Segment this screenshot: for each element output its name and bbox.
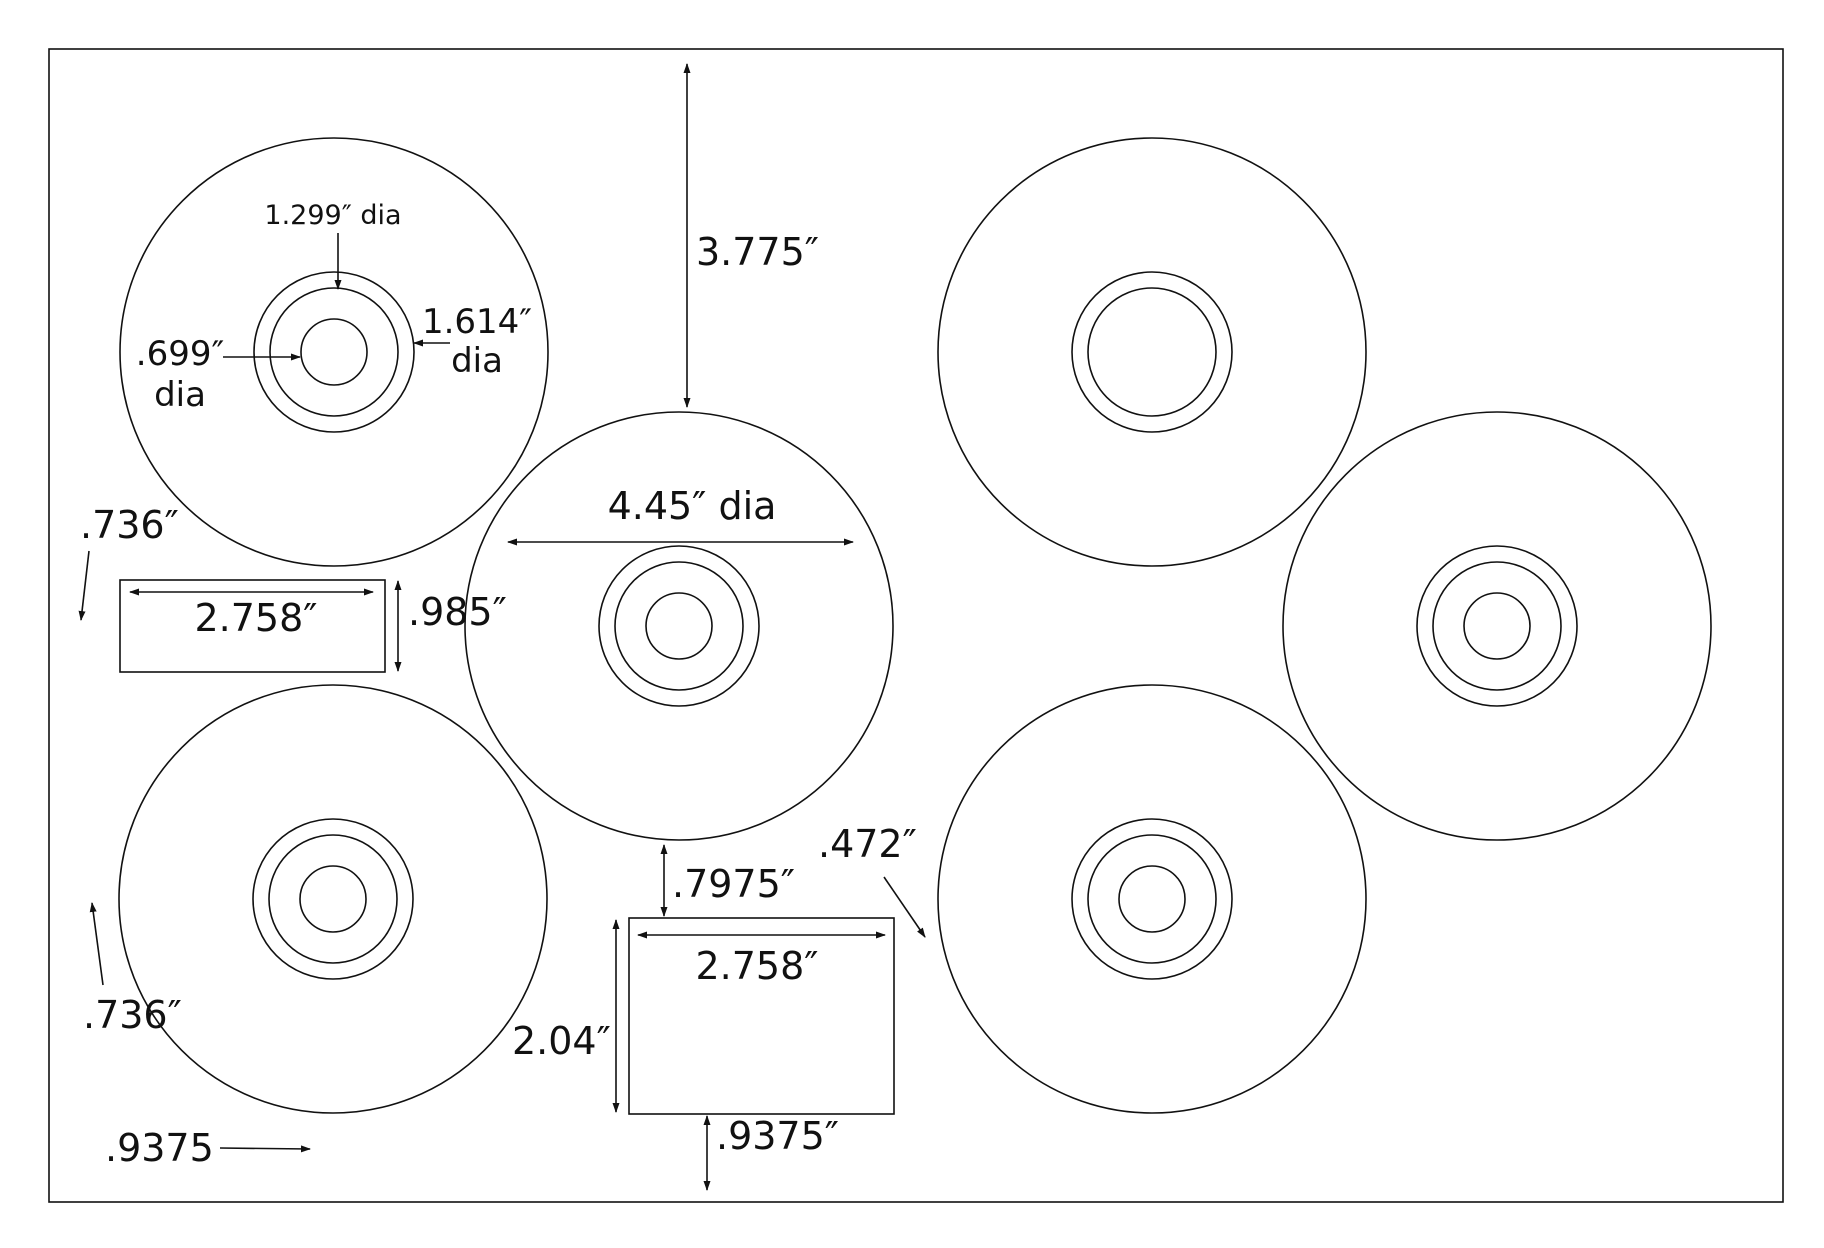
disc-bottom-right xyxy=(937,684,1367,1114)
ring-dia-value-label: 1.614″ xyxy=(422,302,532,342)
left-offset-top-label: .736″ xyxy=(80,503,179,547)
rect-large-height-label: 2.04″ xyxy=(512,1019,611,1063)
ring-dia-unit-label: dia xyxy=(451,341,503,381)
diagonal-gap-arrow xyxy=(883,876,926,938)
top-margin-label: 3.775″ xyxy=(696,230,819,274)
left-bottom-margin-arrow xyxy=(219,1145,311,1153)
disc-dia-label: 4.45″ dia xyxy=(608,484,777,528)
left-offset-bottom-label: .736″ xyxy=(83,993,182,1037)
sheet-border xyxy=(48,48,1784,1203)
large-label-rect xyxy=(628,917,895,1115)
small-label-rect xyxy=(119,579,386,673)
rect-small-width-label: 2.758″ xyxy=(195,596,318,640)
left-offset-bottom-arrow xyxy=(89,902,104,986)
disc-top-left xyxy=(119,137,549,567)
center-hole-dia-label: 1.299″ dia xyxy=(264,200,401,231)
disc-bottom-left xyxy=(118,684,548,1114)
disc-center xyxy=(464,411,894,841)
disc-gap-label: .7975″ xyxy=(672,862,795,906)
rect-large-width-label: 2.758″ xyxy=(696,944,819,988)
left-offset-top-arrow xyxy=(78,550,90,621)
disc-right xyxy=(1282,411,1712,841)
hole-dia-value-label: .699″ xyxy=(136,334,224,374)
bottom-margin-label: .9375″ xyxy=(716,1114,839,1158)
rect-small-height-label: .985″ xyxy=(408,590,507,634)
diagonal-gap-label: .472″ xyxy=(818,822,917,866)
hole-dia-unit-label: dia xyxy=(154,375,206,415)
disc-top-right xyxy=(937,137,1367,567)
left-bottom-margin-label: .9375 xyxy=(105,1126,214,1170)
